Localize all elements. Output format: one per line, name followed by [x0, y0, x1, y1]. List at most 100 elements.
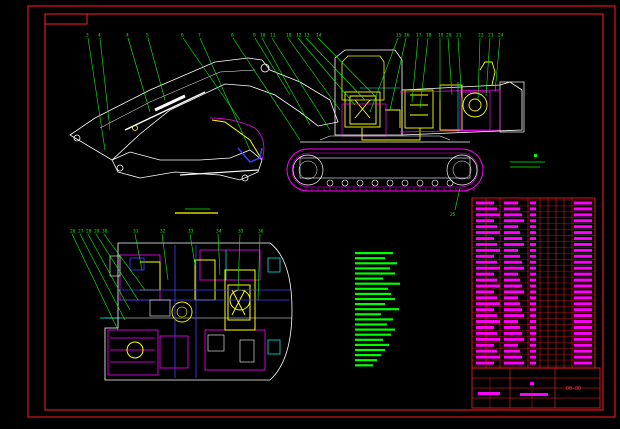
table-cell-text [476, 308, 494, 312]
title-block [471, 367, 601, 409]
callout-number: 16 [404, 33, 410, 39]
callout-number: 4 [126, 33, 129, 39]
callout-number: 33 [188, 229, 194, 235]
table-cell-text [504, 242, 524, 246]
table-cell-text [574, 225, 592, 229]
table-cell-text [530, 248, 536, 252]
table-cell-text [530, 314, 536, 318]
table-cell-text [476, 207, 497, 211]
callout-number: 19 [438, 33, 444, 39]
table-cell-text [476, 272, 494, 276]
track-roller [326, 179, 334, 187]
table-cell-text [530, 237, 536, 241]
table-cell-text [530, 320, 536, 324]
table-cell-text [504, 260, 522, 264]
callout-number: 17 [416, 33, 422, 39]
callout-number: 15 [396, 33, 402, 39]
table-cell-text [574, 278, 592, 282]
track-roller [356, 179, 364, 187]
callout-number: 25 [450, 212, 456, 218]
leader-line [217, 233, 221, 276]
leader-line [199, 37, 251, 151]
table-cell-text [504, 231, 520, 235]
corner-label-box [44, 13, 88, 25]
callout-number: 7 [198, 33, 201, 39]
table-cell-text [574, 248, 592, 252]
leader-line [95, 233, 139, 301]
table-cell-text [574, 302, 592, 306]
track-roller [341, 179, 349, 187]
table-cell-text [476, 284, 500, 288]
table-cell-text [530, 284, 536, 288]
leader-line [99, 37, 111, 131]
callout-number: 3 [86, 33, 89, 39]
callout-number: 8 [231, 33, 234, 39]
table-cell-text [574, 260, 592, 264]
drive-sprocket [446, 154, 478, 186]
table-cell-text [504, 302, 520, 306]
table-cell-text [476, 225, 497, 229]
table-cell-text [476, 278, 497, 282]
note-line [355, 297, 395, 301]
leader-line [71, 233, 119, 331]
callout-number: 34 [216, 229, 222, 235]
leader-line [261, 37, 311, 126]
note-line [355, 313, 381, 316]
table-cell-text [476, 296, 497, 300]
table-cell-text [574, 361, 592, 365]
callout-number: 30 [102, 229, 108, 235]
table-cell-text [504, 266, 524, 270]
table-cell-text [476, 237, 494, 241]
table-cell-text [574, 213, 592, 217]
leader-line [271, 37, 331, 131]
table-cell-text [530, 213, 536, 217]
technical-notes [355, 252, 400, 367]
table-cell-text [530, 302, 536, 306]
boom-cylinder [124, 91, 206, 131]
table-cell-text [574, 272, 592, 276]
callout-number: 5 [146, 33, 149, 39]
note-line [355, 292, 391, 295]
table-cell-text [476, 314, 497, 318]
note-line [355, 277, 383, 280]
table-cell-text [504, 314, 524, 318]
track-roller [446, 179, 454, 187]
table-cell-text [476, 320, 500, 324]
leader-line [189, 233, 196, 266]
table-cell-text [530, 290, 536, 294]
leader-line [103, 233, 146, 291]
table-cell-text [476, 325, 494, 329]
boom [69, 57, 339, 161]
callout-number: 6 [181, 33, 184, 39]
table-cell-text [476, 254, 494, 258]
table-cell-text [530, 296, 536, 300]
table-cell-text [504, 361, 524, 365]
table-cell-text [530, 355, 536, 359]
table-cell-text [504, 290, 524, 294]
table-cell-text [504, 272, 518, 276]
leader-line [419, 37, 429, 109]
note-line [355, 323, 387, 326]
table-cell-text [530, 278, 536, 282]
leader-line [494, 37, 501, 93]
table-cell-text [530, 225, 536, 229]
table-cell-text [476, 231, 500, 235]
parts-list-table [471, 197, 596, 369]
callout-number: 9 [253, 33, 256, 39]
leader-line [237, 233, 241, 291]
leader-line [232, 37, 301, 141]
table-cell-text [574, 242, 592, 246]
table-cell-text [574, 343, 592, 347]
leader-line [447, 37, 453, 96]
track-roller [431, 179, 439, 187]
leader-line [369, 37, 399, 113]
table-cell-text [574, 284, 592, 288]
note-line [355, 267, 390, 270]
table-cell-text [574, 290, 592, 294]
callout-number: 36 [258, 229, 264, 235]
table-cell-text [574, 331, 592, 335]
callout-number: 4 [98, 33, 101, 39]
table-cell-text [476, 290, 494, 294]
table-cell-text [574, 320, 592, 324]
